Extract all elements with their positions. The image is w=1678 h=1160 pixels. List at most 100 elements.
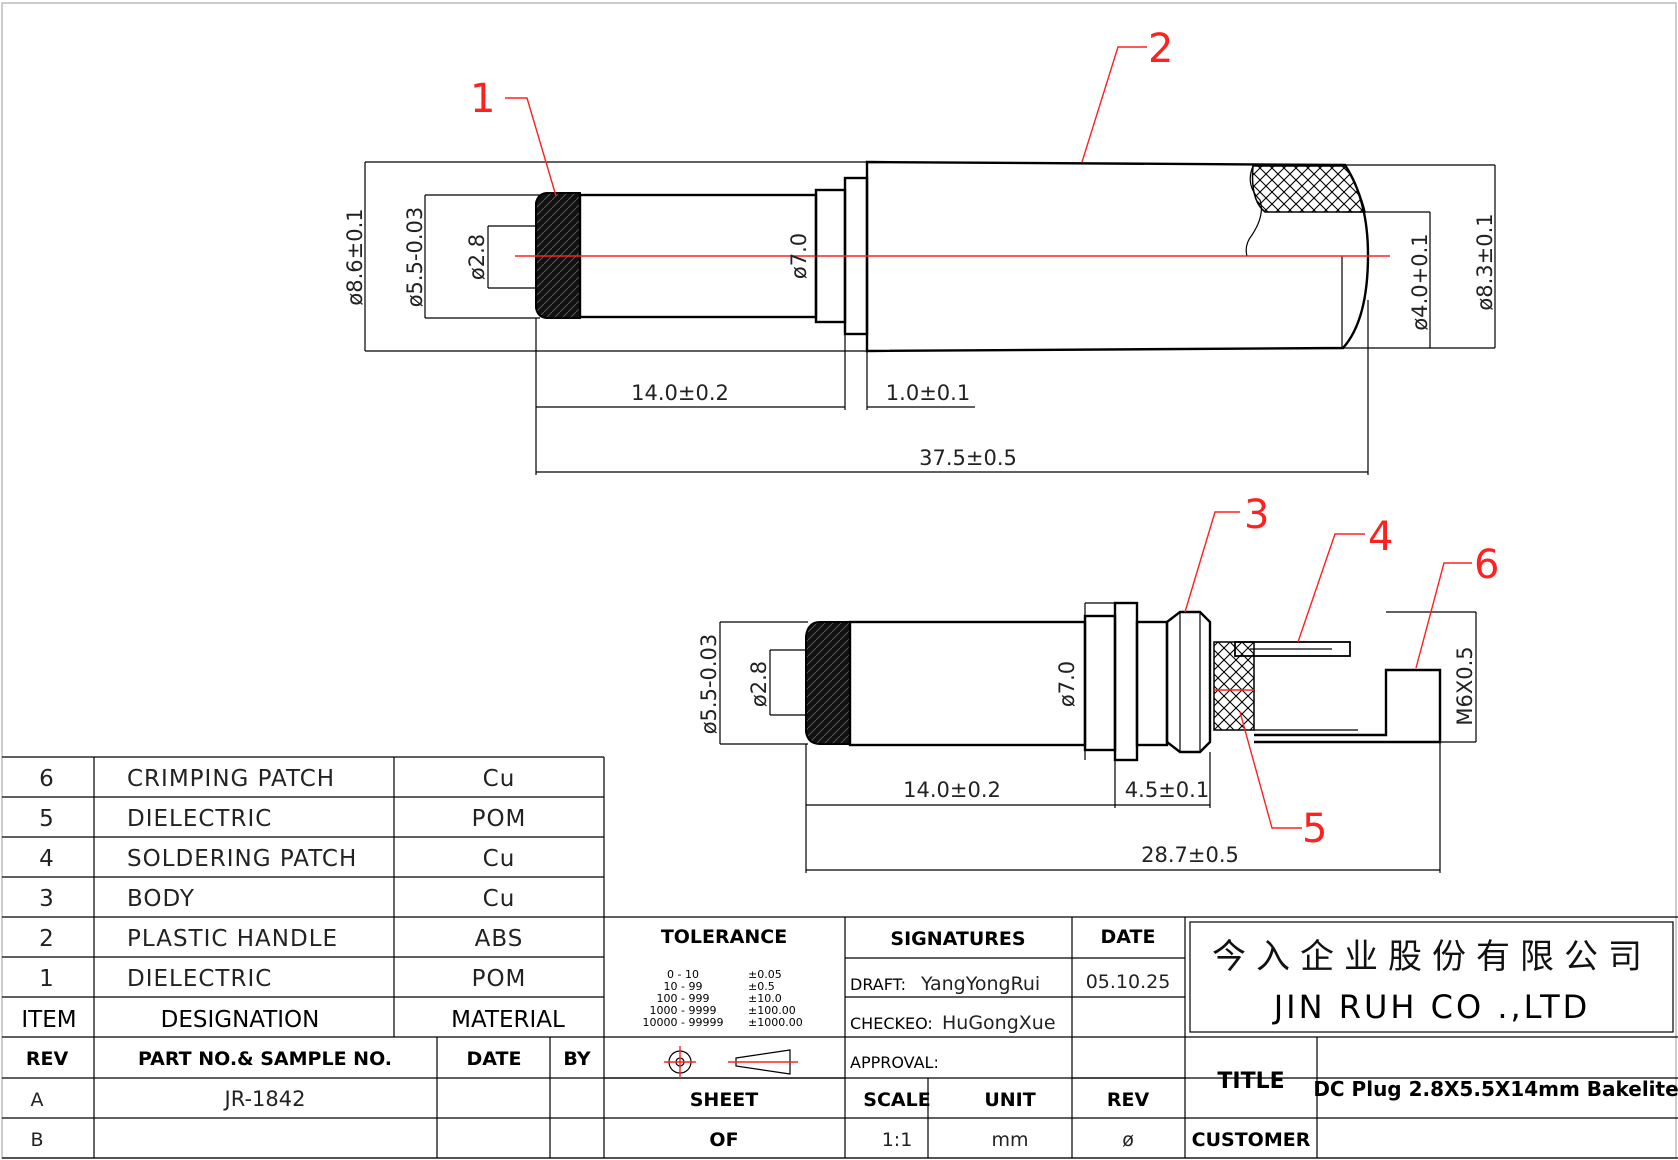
dim-thread: M6X0.5 xyxy=(1453,646,1477,725)
tol-range: 100 - 999 xyxy=(657,992,710,1005)
handle-section-hatch xyxy=(1251,165,1366,213)
pin-barrel-2 xyxy=(848,620,1087,747)
tol-range: 10 - 99 xyxy=(664,980,703,993)
title-label: TITLE xyxy=(1217,1069,1284,1094)
title-block: TOLERANCE 0 - 10 ±0.05 10 - 99 ±0.5 100 … xyxy=(604,916,1678,1158)
balloon-leader-5 xyxy=(1239,711,1302,829)
bom-designation: PLASTIC HANDLE xyxy=(127,926,338,952)
soldering-patch xyxy=(1234,641,1351,657)
body-step-2 xyxy=(1083,614,1117,752)
bom-item: 6 xyxy=(39,766,55,792)
rev-b: B xyxy=(30,1129,43,1151)
dim-len-total-2: 28.7±0.5 xyxy=(1141,843,1239,867)
rev-label: REV xyxy=(1107,1089,1150,1111)
balloon-1: 1 xyxy=(470,76,495,122)
bom-table: 6 CRIMPING PATCH Cu 5 DIELECTRIC POM 4 S… xyxy=(2,756,1678,1158)
taper-symbol-icon xyxy=(735,1049,791,1075)
draft-date: 05.10.25 xyxy=(1086,971,1171,993)
flange-2 xyxy=(1113,601,1139,762)
bom-item: 2 xyxy=(39,926,55,952)
tol-value: ±1000.00 xyxy=(748,1016,803,1029)
company-name-en: JIN RUH CO .,LTD xyxy=(1272,988,1591,1026)
customer-label: CUSTOMER xyxy=(1192,1129,1311,1151)
date-header: DATE xyxy=(467,1048,522,1070)
bom-designation: DIELECTRIC xyxy=(127,806,272,832)
balloon-2: 2 xyxy=(1148,26,1173,72)
bom-item: 5 xyxy=(39,806,55,832)
dim-d-inner: ø4.0+0.1 xyxy=(1408,233,1432,330)
bom-designation: BODY xyxy=(127,886,195,912)
dim-d-pin: ø5.5-0.03 xyxy=(403,207,427,308)
part-header: PART NO.& SAMPLE NO. xyxy=(138,1048,392,1070)
draft-name: YangYongRui xyxy=(920,973,1040,995)
bom-material: POM xyxy=(472,806,527,832)
of-label: OF xyxy=(709,1129,738,1151)
draft-label: DRAFT: xyxy=(850,975,906,994)
bom-material: Cu xyxy=(483,846,516,872)
tol-range: 10000 - 99999 xyxy=(643,1016,724,1029)
tol-value: ±10.0 xyxy=(748,992,782,1005)
dim-d-hole-2: ø2.8 xyxy=(747,661,771,707)
scale-label: SCALE xyxy=(863,1089,930,1111)
unit-label: UNIT xyxy=(984,1089,1035,1111)
dim-len-pin: 14.0±0.2 xyxy=(631,381,729,405)
top-view: ø8.6±0.1 ø5.5-0.03 ø2.8 ø7.0 ø4.0+0.1 ø8… xyxy=(343,26,1497,475)
signatures-title: SIGNATURES xyxy=(890,928,1025,950)
dim-d-handle: ø8.3±0.1 xyxy=(1473,213,1497,310)
bottom-view: ø5.5-0.03 ø2.8 ø7.0 M6X0.5 14.0±0.2 4.5±… xyxy=(697,492,1499,873)
crimping-patch xyxy=(1254,668,1442,744)
approval-label: APPROVAL: xyxy=(850,1053,939,1072)
bom-item: 1 xyxy=(39,966,55,992)
dim-d-body-2: ø7.0 xyxy=(1055,661,1079,707)
bom-item: 4 xyxy=(39,846,55,872)
balloon-leader-1 xyxy=(505,97,557,197)
dim-len-total: 37.5±0.5 xyxy=(919,446,1017,470)
tol-value: ±100.00 xyxy=(748,1004,796,1017)
dim-d-body: ø7.0 xyxy=(787,233,811,279)
balloon-leader-4 xyxy=(1297,533,1365,643)
balloon-leader-3 xyxy=(1184,511,1240,613)
rev-header: REV xyxy=(26,1048,69,1070)
sheet-label: SHEET xyxy=(690,1089,759,1111)
date-title: DATE xyxy=(1101,926,1156,948)
bom-material: Cu xyxy=(483,766,516,792)
dim-len-pin-2: 14.0±0.2 xyxy=(903,778,1001,802)
rev-value: ø xyxy=(1122,1129,1134,1151)
rev-table: REV PART NO.& SAMPLE NO. DATE BY A JR-18… xyxy=(2,1037,1678,1159)
collar-2 xyxy=(1135,620,1169,747)
dim-d-hole: ø2.8 xyxy=(465,234,489,280)
scale-value: 1:1 xyxy=(882,1129,913,1151)
tol-range: 1000 - 9999 xyxy=(650,1004,717,1017)
unit-value: mm xyxy=(991,1129,1028,1151)
body-nut-2 xyxy=(1165,610,1212,754)
checked-name: HuGongXue xyxy=(942,1012,1056,1034)
bom-designation: CRIMPING PATCH xyxy=(127,766,335,792)
bom-item: 3 xyxy=(39,886,55,912)
by-header: BY xyxy=(563,1048,590,1070)
part-no: JR-1842 xyxy=(223,1087,306,1111)
balloon-3: 3 xyxy=(1244,492,1269,538)
balloon-6: 6 xyxy=(1474,542,1499,588)
bom-material: ABS xyxy=(475,926,524,952)
bom-material: Cu xyxy=(483,886,516,912)
dim-d-pin-2: ø5.5-0.03 xyxy=(697,634,721,735)
bom-material: POM xyxy=(472,966,527,992)
balloon-5: 5 xyxy=(1302,806,1327,852)
balloon-4: 4 xyxy=(1368,514,1393,560)
tolerance-title: TOLERANCE xyxy=(661,926,787,948)
bom-header-material: MATERIAL xyxy=(451,1007,565,1033)
rev-a: A xyxy=(31,1089,44,1111)
dim-len-body-2: 4.5±0.1 xyxy=(1125,778,1209,802)
bom-designation: SOLDERING PATCH xyxy=(127,846,357,872)
dim-d-outer: ø8.6±0.1 xyxy=(343,208,367,305)
tol-value: ±0.5 xyxy=(748,980,775,993)
balloon-leader-2 xyxy=(1081,46,1147,163)
tol-range: 0 - 10 xyxy=(667,968,699,981)
dim-len-flange: 1.0±0.1 xyxy=(886,381,970,405)
bom-header-item: ITEM xyxy=(21,1007,76,1033)
company-name-cn: 今入企业股份有限公司 xyxy=(1212,937,1652,977)
handle-break-line xyxy=(1245,165,1262,257)
tol-value: ±0.05 xyxy=(748,968,782,981)
pin-tip-knurl-2 xyxy=(805,621,851,745)
